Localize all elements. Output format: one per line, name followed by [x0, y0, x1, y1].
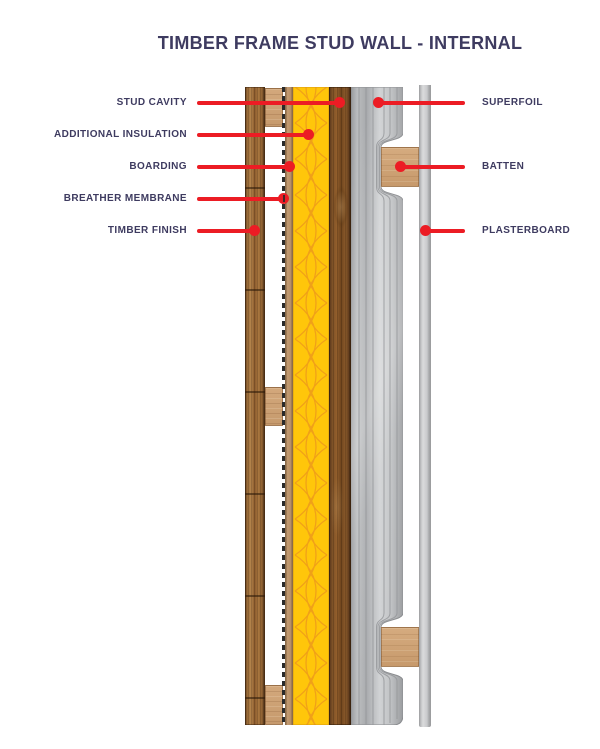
pointer-dot-additional-insulation	[303, 129, 314, 140]
stud-cavity-layer	[329, 87, 351, 725]
pointer-line-batten	[401, 165, 465, 169]
cladding-batten-middle	[265, 387, 283, 426]
boarding-layer	[285, 87, 293, 725]
pointer-dot-superfoil	[373, 97, 384, 108]
plasterboard-layer	[419, 85, 431, 727]
label-additional-insulation: ADDITIONAL INSULATION	[53, 129, 187, 140]
cladding-batten-bottom	[265, 685, 283, 725]
pointer-line-timber-finish	[197, 229, 255, 233]
diagram-title: TIMBER FRAME STUD WALL - INTERNAL	[157, 33, 523, 53]
label-timber-finish: TIMBER FINISH	[107, 225, 187, 236]
label-stud-cavity: STUD CAVITY	[116, 97, 187, 108]
label-boarding: BOARDING	[129, 161, 187, 172]
pointer-dot-batten	[395, 161, 406, 172]
pointer-line-boarding	[197, 165, 290, 169]
cladding-batten-top	[265, 88, 283, 127]
pointer-dot-boarding	[284, 161, 295, 172]
breather-membrane-line	[282, 87, 285, 725]
pointer-line-plasterboard	[426, 229, 465, 233]
label-breather-membrane: BREATHER MEMBRANE	[63, 193, 187, 204]
additional-insulation-layer	[292, 86, 330, 726]
superfoil-shape	[350, 86, 404, 726]
pointer-dot-stud-cavity	[334, 97, 345, 108]
pointer-line-stud-cavity	[197, 101, 340, 105]
label-batten: BATTEN	[482, 161, 525, 172]
pointer-dot-plasterboard	[420, 225, 431, 236]
label-superfoil: SUPERFOIL	[482, 97, 543, 108]
timber-finish-layer	[245, 87, 265, 725]
label-plasterboard: PLASTERBOARD	[482, 225, 571, 236]
pointer-dot-breather-membrane	[278, 193, 289, 204]
pointer-line-breather-membrane	[197, 197, 284, 201]
batten-block-bottom	[381, 627, 419, 667]
insulation-quilt-pattern	[292, 86, 330, 726]
pointer-line-superfoil	[379, 101, 465, 105]
pointer-line-additional-insulation	[197, 133, 309, 137]
pointer-dot-timber-finish	[249, 225, 260, 236]
superfoil-layer	[350, 86, 404, 730]
